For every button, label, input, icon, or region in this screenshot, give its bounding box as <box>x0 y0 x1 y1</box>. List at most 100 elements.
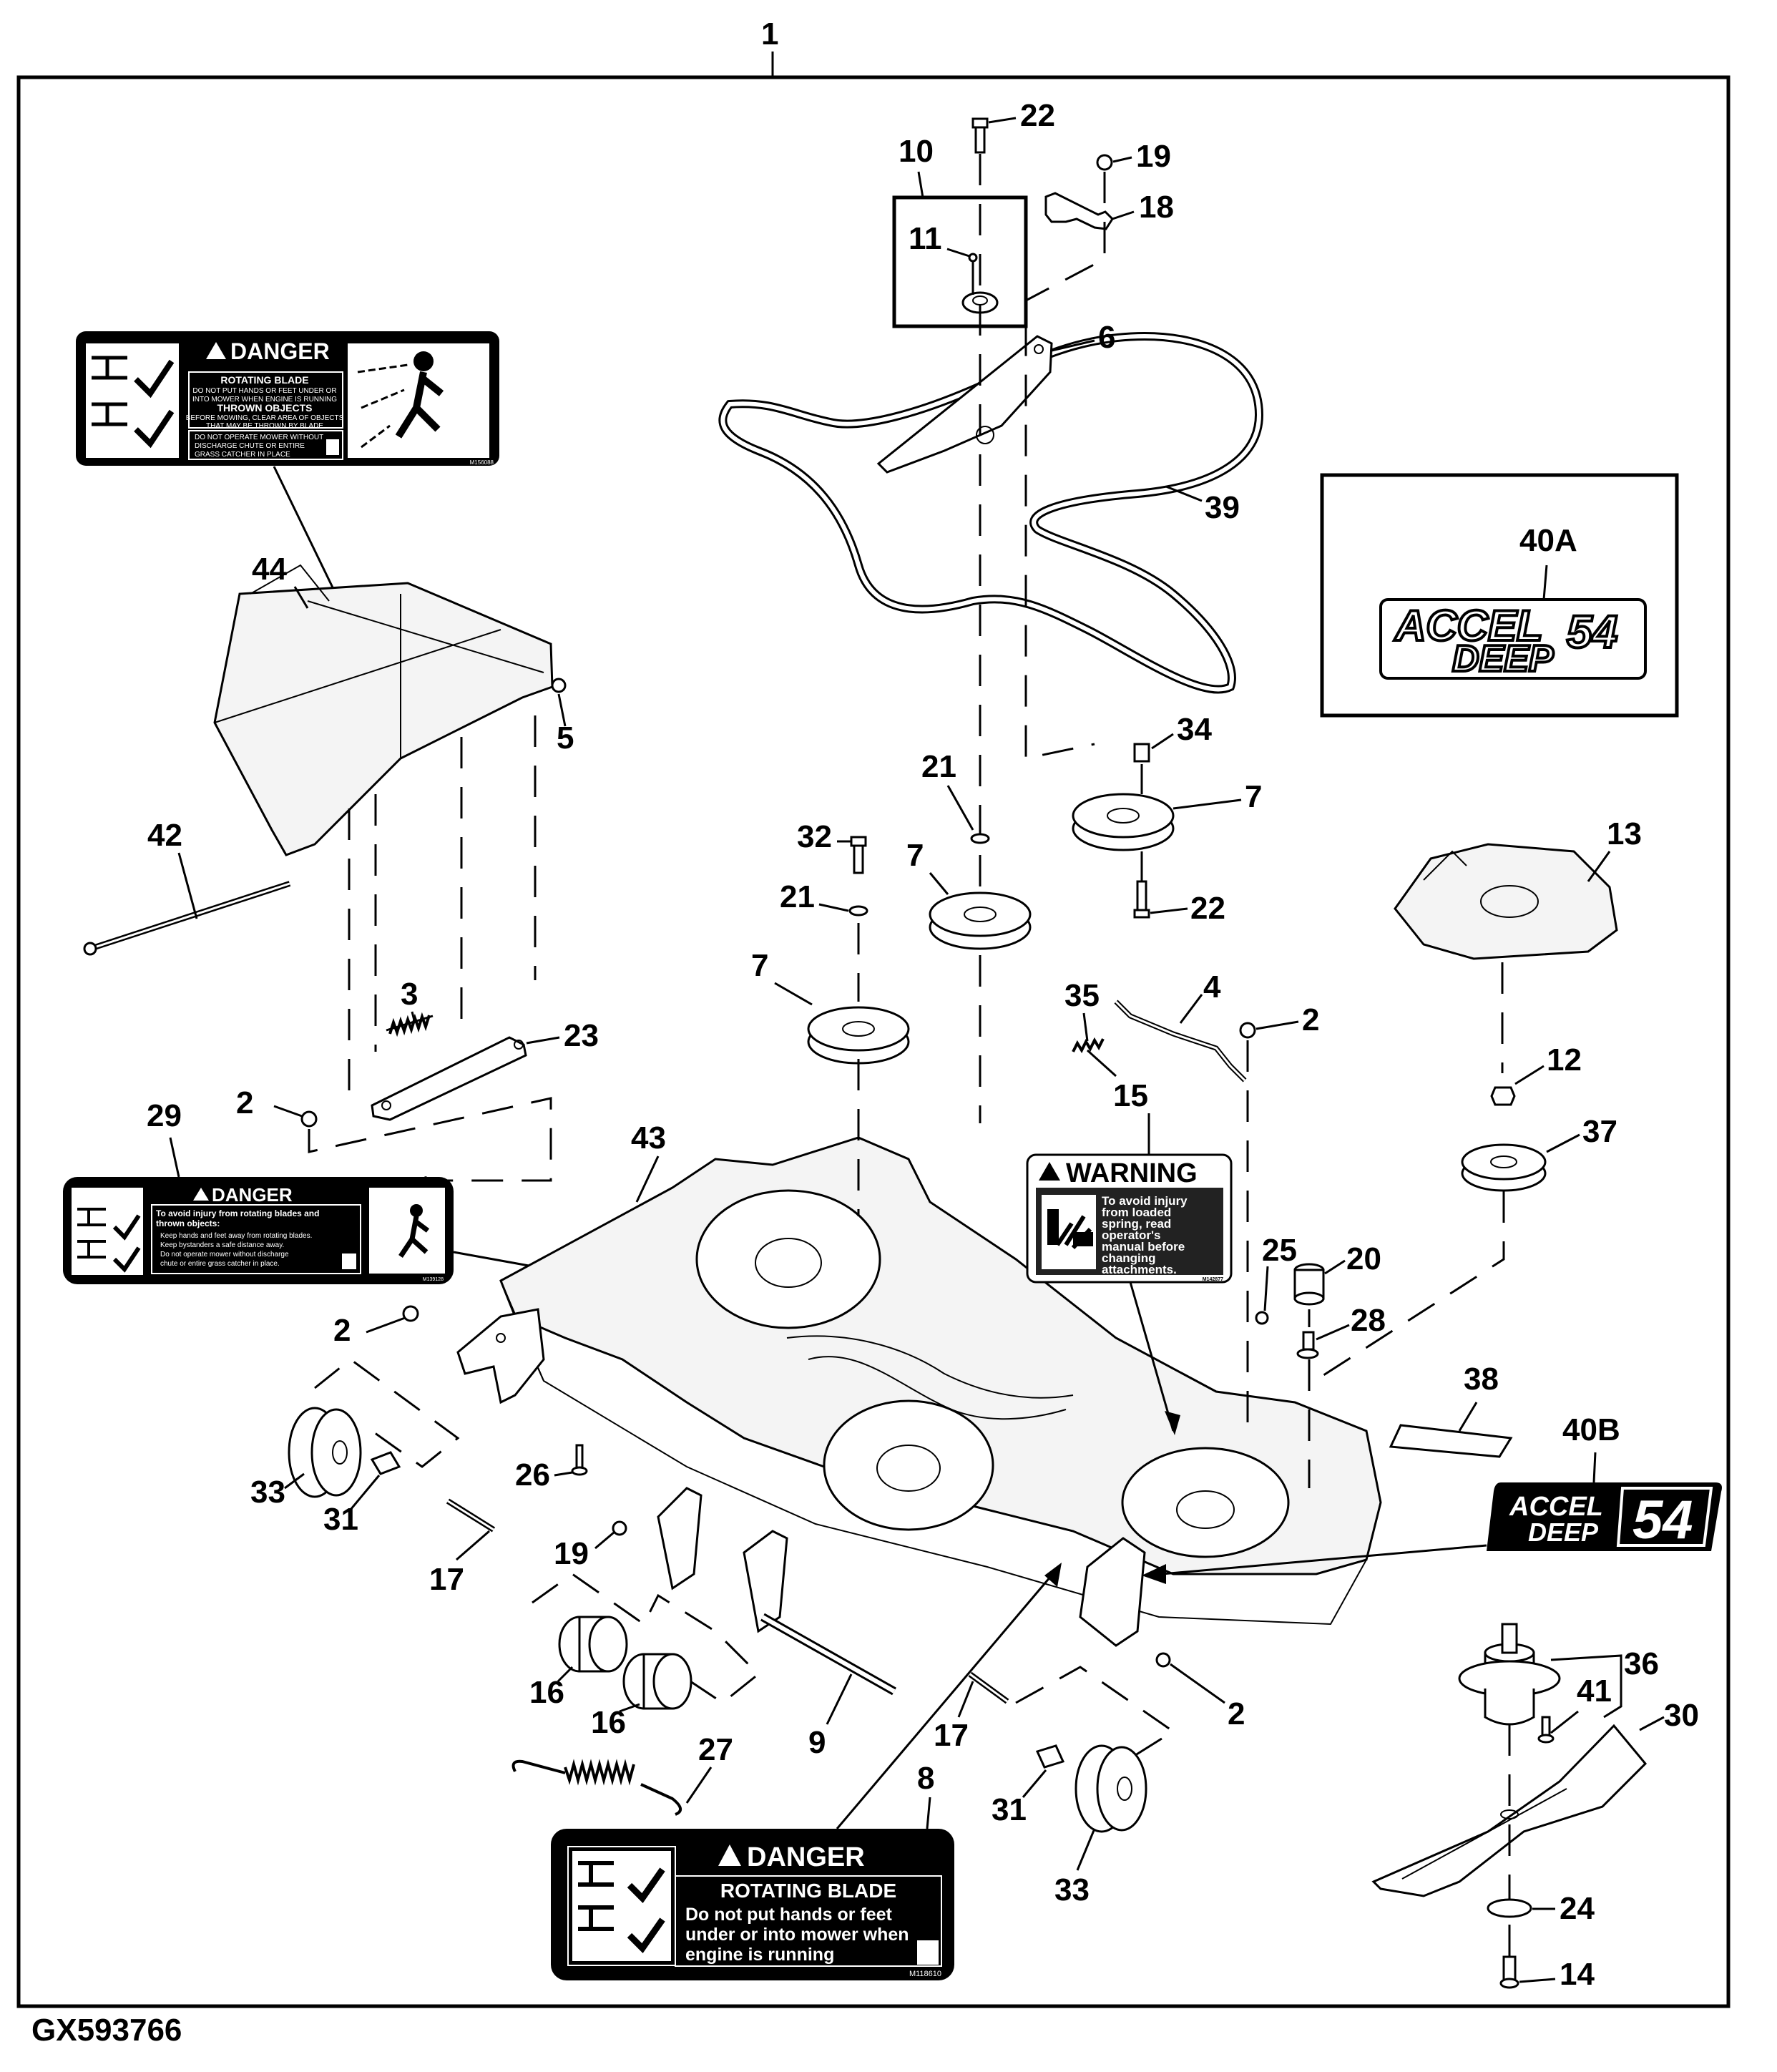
nut-part-2-d[interactable] <box>1155 1652 1171 1668</box>
gauge-wheel-part-33-a[interactable] <box>288 1407 362 1498</box>
callout-35[interactable]: 35 <box>1064 978 1100 1013</box>
pin-part-17-a[interactable] <box>446 1498 496 1533</box>
bolt-part-32[interactable] <box>850 836 867 874</box>
callout-17b[interactable]: 17 <box>934 1718 969 1753</box>
callout-2c[interactable]: 2 <box>333 1313 351 1348</box>
nut-part-2-a[interactable] <box>300 1110 318 1128</box>
nut-part-5[interactable] <box>551 678 567 693</box>
callout-3[interactable]: 3 <box>401 977 418 1012</box>
spring-part-35[interactable] <box>1072 1037 1105 1054</box>
mower-deck-part-43[interactable] <box>499 1136 1382 1626</box>
callout-10[interactable]: 10 <box>899 134 934 169</box>
bolt-part-28[interactable] <box>1296 1331 1319 1359</box>
screw-part-26[interactable] <box>571 1444 588 1476</box>
decal-blank-part-38[interactable] <box>1389 1424 1513 1458</box>
callout-14[interactable]: 14 <box>1560 1957 1595 1992</box>
callout-41[interactable]: 41 <box>1577 1673 1612 1709</box>
callout-33a[interactable]: 33 <box>250 1475 285 1510</box>
gauge-wheel-part-33-b[interactable] <box>1074 1744 1147 1833</box>
callout-31b[interactable]: 31 <box>992 1792 1027 1827</box>
callout-8[interactable]: 8 <box>917 1761 934 1796</box>
callout-7b[interactable]: 7 <box>906 838 924 873</box>
callout-34[interactable]: 34 <box>1177 712 1212 747</box>
spacer-part-34[interactable] <box>1133 743 1150 763</box>
callout-2a[interactable]: 2 <box>236 1085 253 1120</box>
callout-7a[interactable]: 7 <box>1245 779 1262 814</box>
callout-40a[interactable]: 40A <box>1519 523 1577 558</box>
spring-bracket-part-18[interactable] <box>1044 192 1114 230</box>
washer-part-21-a[interactable] <box>970 833 990 844</box>
callout-7c[interactable]: 7 <box>751 948 768 983</box>
roller-part-16-a[interactable] <box>558 1616 628 1673</box>
callout-38[interactable]: 38 <box>1464 1362 1499 1397</box>
callout-44[interactable]: 44 <box>252 552 287 587</box>
callout-2d[interactable]: 2 <box>1228 1696 1245 1731</box>
callout-37[interactable]: 37 <box>1582 1114 1617 1149</box>
nut-part-2-b[interactable] <box>1239 1022 1256 1039</box>
bracket-plate-part-23[interactable] <box>371 1036 527 1121</box>
washer-part-24[interactable] <box>1487 1898 1532 1918</box>
callout-1[interactable]: 1 <box>761 16 778 52</box>
callout-4[interactable]: 4 <box>1203 969 1221 1005</box>
callout-36[interactable]: 36 <box>1624 1646 1659 1681</box>
callout-19a[interactable]: 19 <box>1136 139 1171 174</box>
callout-12[interactable]: 12 <box>1547 1042 1582 1077</box>
callout-21a[interactable]: 21 <box>921 749 956 784</box>
nut-part-2-c[interactable] <box>402 1305 419 1322</box>
callout-9[interactable]: 9 <box>808 1725 826 1760</box>
roller-part-16-b[interactable] <box>622 1653 692 1710</box>
idler-pulley-part-7-c[interactable] <box>807 1006 910 1065</box>
washer-part-21-b[interactable] <box>848 905 868 917</box>
callout-32[interactable]: 32 <box>797 819 832 854</box>
torsion-spring-part-3[interactable] <box>386 1012 434 1037</box>
accel-deep-54-logo-decal-40b[interactable]: ACCEL DEEP 54 <box>1487 1482 1722 1551</box>
callout-19b[interactable]: 19 <box>554 1536 589 1571</box>
nut-part-25[interactable] <box>1255 1311 1269 1325</box>
callout-30[interactable]: 30 <box>1664 1698 1699 1733</box>
nut-part-12[interactable] <box>1490 1086 1516 1106</box>
bushing-part-20[interactable] <box>1293 1263 1325 1306</box>
callout-22a[interactable]: 22 <box>1020 98 1055 133</box>
callout-42[interactable]: 42 <box>147 818 182 853</box>
pivot-rod-part-42[interactable] <box>83 881 291 956</box>
callout-33b[interactable]: 33 <box>1054 1872 1090 1907</box>
callout-28[interactable]: 28 <box>1351 1303 1386 1338</box>
callout-20[interactable]: 20 <box>1346 1241 1381 1276</box>
deflector-shield-part-13[interactable] <box>1394 843 1618 960</box>
pin-part-17-b[interactable] <box>968 1671 1009 1704</box>
callout-17a[interactable]: 17 <box>429 1562 464 1597</box>
tension-rod-part-4[interactable] <box>1114 1000 1247 1083</box>
callout-29[interactable]: 29 <box>147 1098 182 1133</box>
nut-part-19-b[interactable] <box>612 1520 627 1536</box>
axle-bushing-part-31-a[interactable] <box>370 1451 401 1475</box>
spindle-assembly-part-36[interactable] <box>1458 1623 1561 1726</box>
callout-11[interactable]: 11 <box>909 221 942 256</box>
callout-5[interactable]: 5 <box>557 720 574 756</box>
callout-23[interactable]: 23 <box>564 1018 599 1053</box>
screw-part-41[interactable] <box>1537 1716 1555 1744</box>
callout-15[interactable]: 15 <box>1113 1078 1148 1113</box>
callout-24[interactable]: 24 <box>1560 1891 1595 1926</box>
bolt-part-22-b[interactable] <box>1133 880 1150 919</box>
callout-21b[interactable]: 21 <box>780 879 815 914</box>
callout-22b[interactable]: 22 <box>1190 891 1225 926</box>
callout-39[interactable]: 39 <box>1205 490 1240 525</box>
mower-blade-part-30[interactable] <box>1371 1724 1648 1897</box>
callout-40b[interactable]: 40B <box>1562 1412 1620 1447</box>
callout-6[interactable]: 6 <box>1098 320 1115 355</box>
callout-25[interactable]: 25 <box>1262 1233 1297 1268</box>
discharge-chute-part-44[interactable] <box>213 564 554 856</box>
callout-43[interactable]: 43 <box>631 1120 666 1155</box>
callout-27[interactable]: 27 <box>698 1732 733 1767</box>
bolt-part-14[interactable] <box>1499 1955 1519 1989</box>
nut-part-19-a[interactable] <box>1096 154 1113 171</box>
axle-bushing-part-31-b[interactable] <box>1035 1744 1065 1769</box>
callout-2b[interactable]: 2 <box>1302 1002 1319 1037</box>
callout-26[interactable]: 26 <box>515 1457 550 1492</box>
callout-18[interactable]: 18 <box>1139 190 1174 225</box>
callout-13[interactable]: 13 <box>1607 816 1642 851</box>
axle-part-9[interactable] <box>760 1613 896 1696</box>
idler-pulley-part-7-b[interactable] <box>929 891 1032 950</box>
extension-spring-part-27[interactable] <box>511 1759 682 1816</box>
idler-pulley-part-7-a[interactable] <box>1072 793 1175 851</box>
